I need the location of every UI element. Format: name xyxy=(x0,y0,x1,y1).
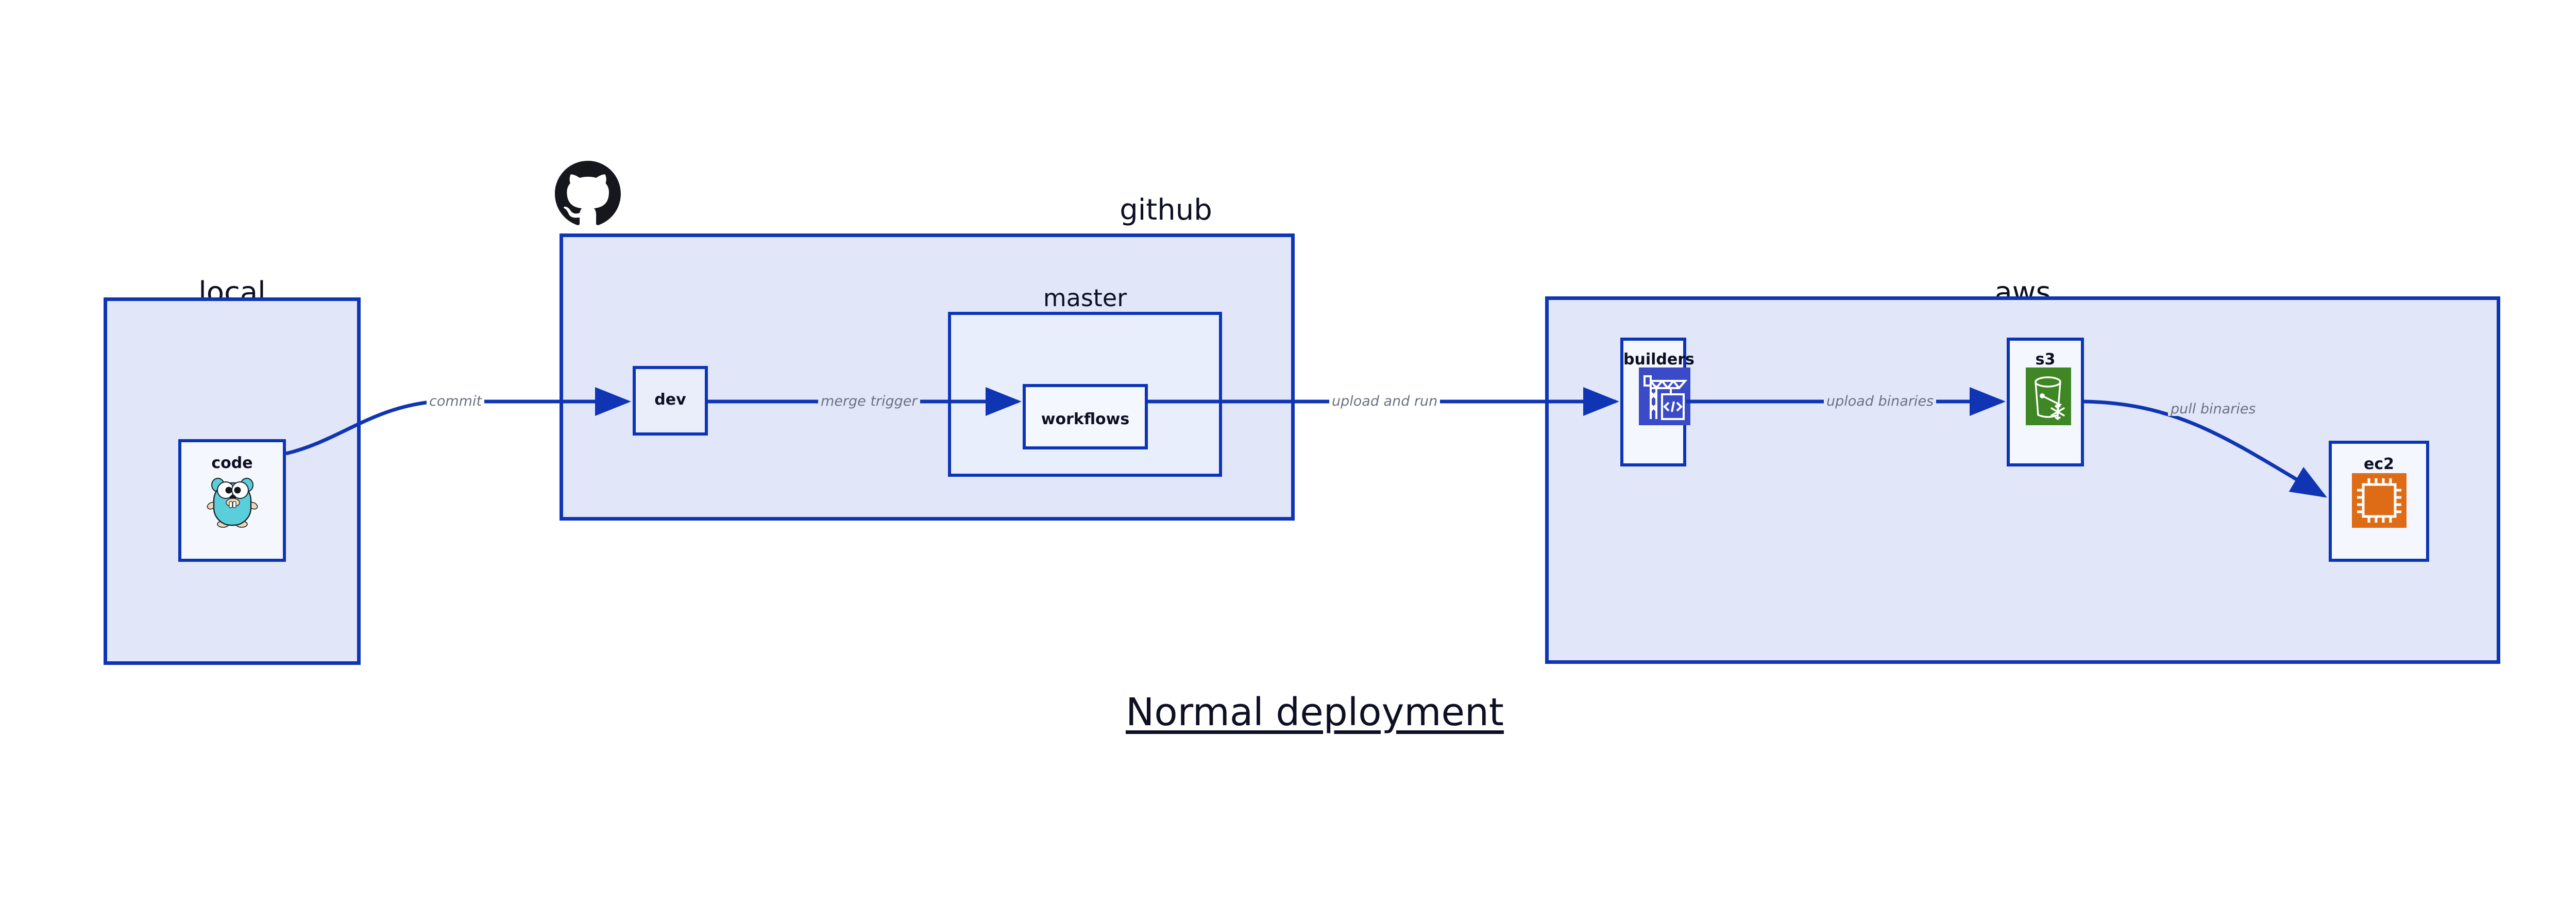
diagram-title: Normal deployment xyxy=(1126,690,1504,734)
aws-codebuild-icon xyxy=(1639,368,1690,425)
edge-label-upload-and-run: upload and run xyxy=(1329,394,1440,408)
node-workflows[interactable]: workflows xyxy=(1023,384,1148,449)
go-gopher-icon xyxy=(204,472,261,529)
node-label-builders: builders xyxy=(1623,350,1694,369)
node-label-ec2: ec2 xyxy=(2363,455,2394,473)
node-dev[interactable]: dev xyxy=(633,366,708,436)
edge-label-upload-binaries: upload binaries xyxy=(1824,394,1937,408)
aws-s3-glacier-icon xyxy=(2026,368,2071,425)
node-ec2[interactable]: ec2 xyxy=(2329,441,2429,562)
aws-ec2-icon xyxy=(2352,473,2406,528)
edge-label-merge-trigger: merge trigger xyxy=(818,394,920,408)
github-octocat-icon xyxy=(555,161,621,227)
edge-label-pull-binaries: pull binaries xyxy=(2168,402,2259,416)
subgroup-label-master: master xyxy=(1043,284,1127,312)
node-label-s3: s3 xyxy=(2035,350,2056,369)
group-label-github: github xyxy=(1120,193,1212,227)
edge-label-commit: commit xyxy=(427,394,485,408)
node-label-code: code xyxy=(211,454,253,472)
node-label-workflows: workflows xyxy=(1041,410,1130,428)
node-label-dev: dev xyxy=(654,391,686,409)
